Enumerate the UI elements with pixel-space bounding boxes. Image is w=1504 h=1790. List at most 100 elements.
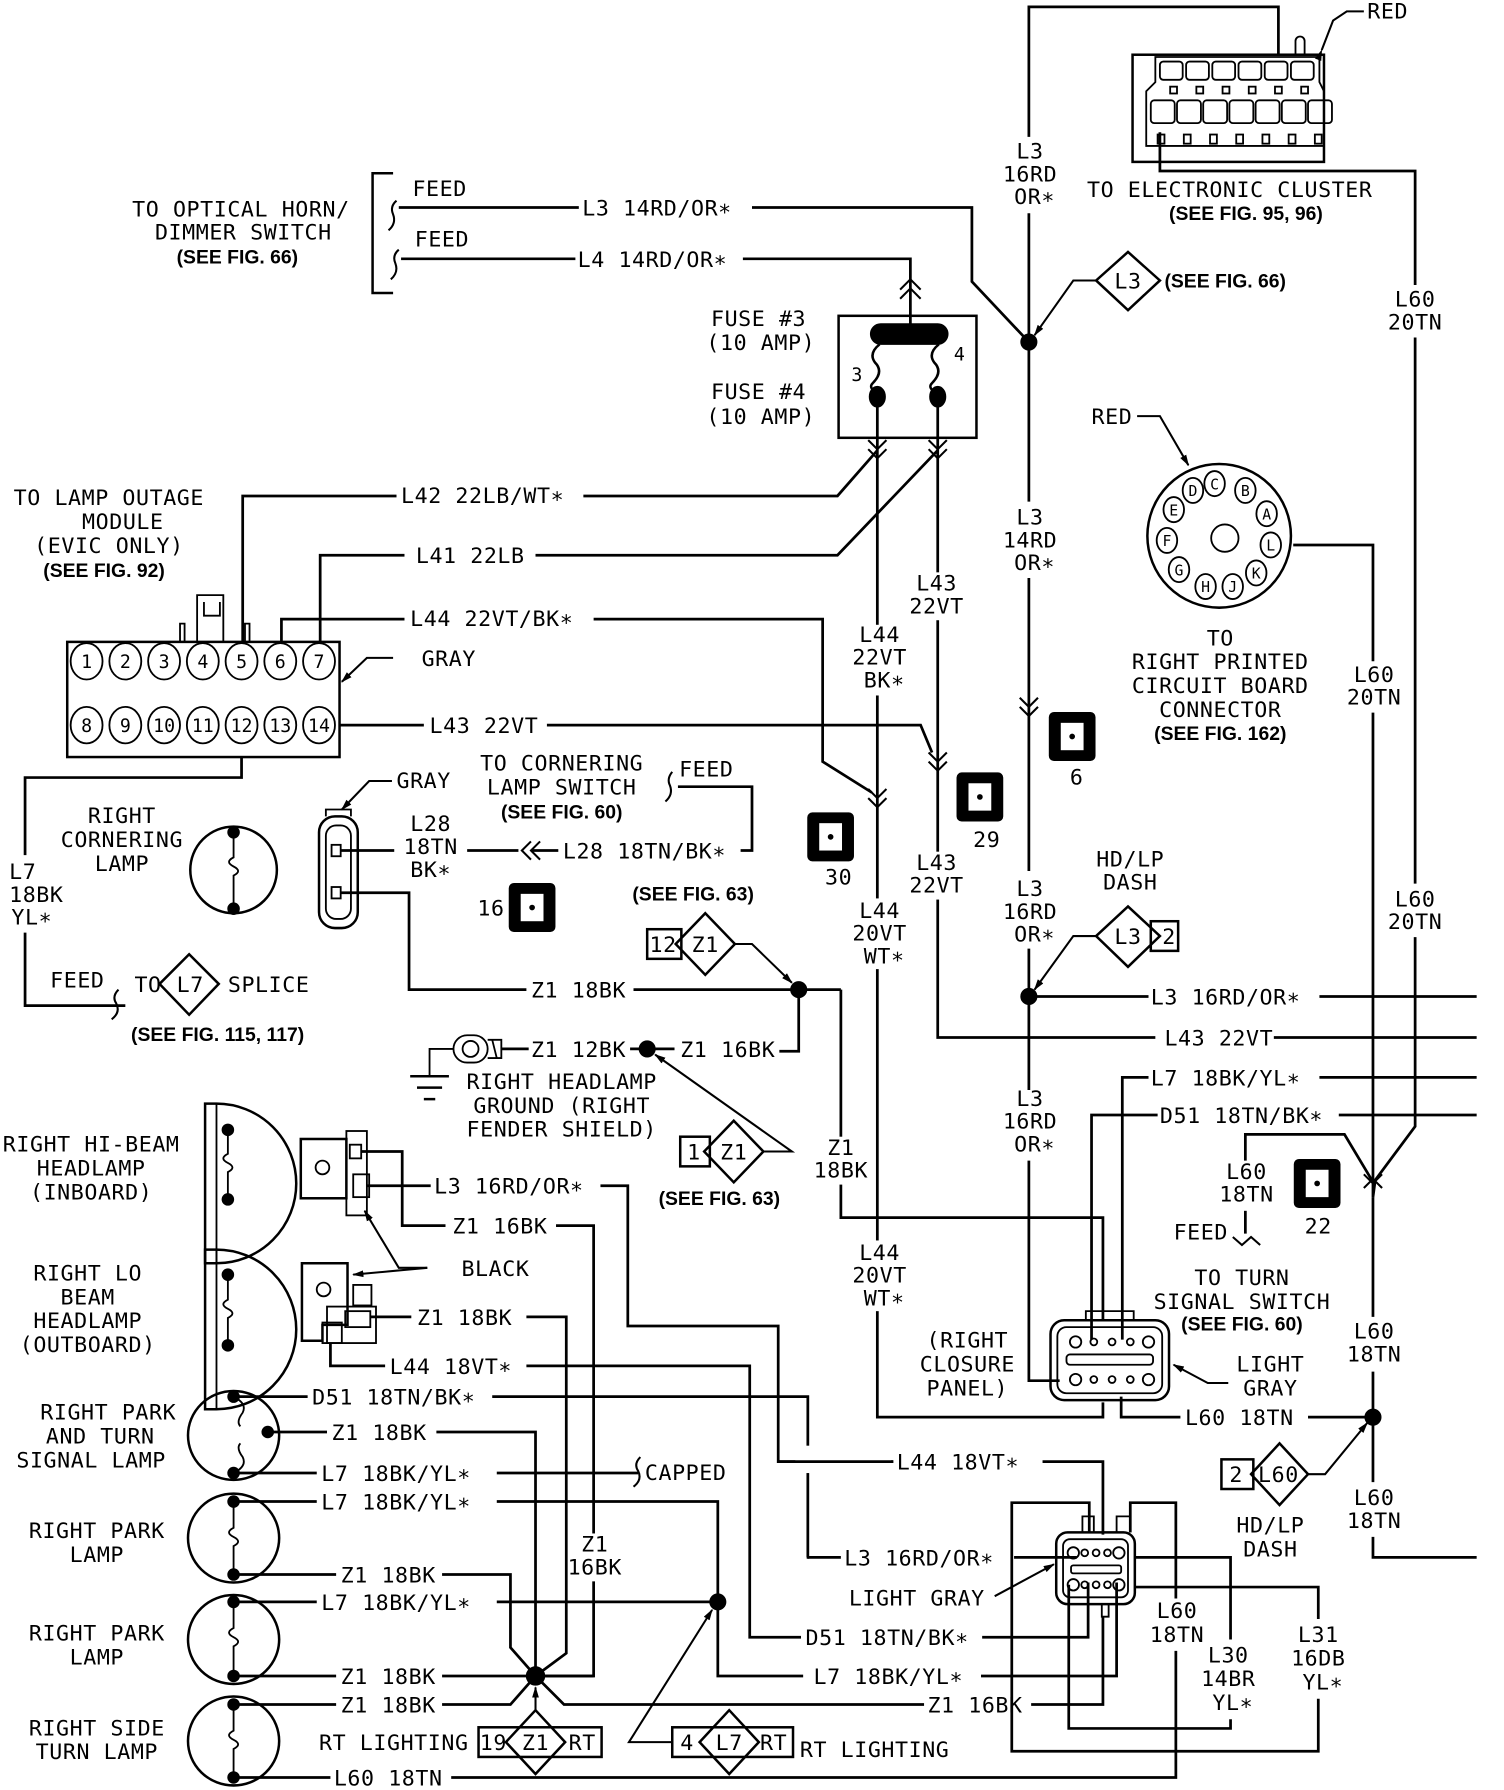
wire-l7-closure[interactable] [1120,1076,1149,1340]
wire-l44-18vt-run[interactable] [526,1364,804,1639]
wire-d51-lower[interactable] [1011,1582,1090,1639]
electronic-cluster-connector[interactable] [1131,35,1333,164]
splice-z1-19[interactable]: 19 Z1 RT [477,1708,603,1776]
wire-z1-16bk-lower[interactable] [1031,1616,1105,1706]
wire-l43-22vt-run[interactable] [546,723,934,754]
wire-z1-18bk-lobeam-run[interactable] [526,1315,568,1678]
wire-l41-to-fuse[interactable] [535,449,939,557]
wire-l44-18vt-lower[interactable] [1042,1460,1105,1535]
wire-l60-closure[interactable] [1119,1396,1181,1419]
wire-l60-20tn-pcb[interactable] [1293,543,1375,662]
wire-l60-20tn-pcb-lower[interactable] [1371,712,1377,1198]
connector-pin[interactable] [108,642,143,681]
connector-pin[interactable] [1181,476,1205,504]
connector-pin[interactable] [108,705,143,745]
wire-l60-20tn-lower[interactable] [1374,937,1417,1181]
splice-diamond[interactable] [157,952,221,1017]
wire-l3-14rd-or-to-splice[interactable] [752,206,1030,343]
connector-pin[interactable] [1203,470,1226,498]
wire-z1-16bk-ground[interactable] [779,989,801,1053]
wire-l60-20tn-cluster[interactable] [1158,132,1417,286]
connector-29[interactable]: 29 [956,772,1004,853]
connector-pin[interactable] [1141,1335,1156,1349]
connector-pin[interactable] [1112,1546,1126,1560]
splice-l60-hdlp[interactable]: 2 L60 [1220,1441,1310,1507]
connector-pin[interactable] [1080,1548,1090,1558]
park-turn-signal-lamp[interactable] [186,1389,281,1482]
connector-pin[interactable] [1234,476,1257,504]
wire-l31[interactable] [1134,1585,1320,1619]
connector-pin[interactable] [1091,1548,1101,1558]
connector-pin[interactable] [69,705,104,745]
wire-z1-18bk-cornering[interactable] [340,891,527,991]
connector-pin[interactable] [1141,1372,1156,1387]
wire-l31-return[interactable] [1010,1501,1320,1753]
hi-beam-connector[interactable] [299,1130,371,1217]
connector-pin[interactable] [1162,496,1185,524]
connector-pin[interactable] [1089,1337,1099,1347]
wire-l41[interactable] [318,553,405,642]
connector-pin[interactable] [1103,1548,1112,1558]
connector-pin[interactable] [147,705,181,745]
wire-z1-16bk-hibeam[interactable] [361,1150,446,1228]
connector-pin[interactable] [224,642,259,681]
hi-beam-headlamp[interactable] [203,1102,298,1265]
fuse4-element-icon[interactable] [929,343,940,394]
wire-d51-closure[interactable] [1090,1113,1158,1340]
connector-pin[interactable] [1091,1580,1101,1590]
wire-l42[interactable] [241,494,397,642]
wire-l60-exit[interactable] [1371,1536,1477,1559]
wire-l44-fuse3-out[interactable] [875,404,1105,1419]
wire-z1-16bk-run[interactable] [535,1224,595,1678]
wire-d51-run[interactable] [492,1395,810,1559]
connector-pin[interactable] [1155,526,1179,554]
connector-pin[interactable] [147,642,181,681]
splice-l3-hdlp[interactable]: L3 2 [1094,904,1180,969]
splice-l7-4[interactable]: 4 L7 RT [670,1708,795,1776]
wire-z1-18bk-park-turn-run[interactable] [436,1430,537,1676]
connector-pin[interactable] [302,642,336,681]
wire-l44-22vt-bk-run[interactable] [593,617,873,794]
splice-z1-1[interactable]: 1 Z1 [678,1118,766,1185]
wire-l7-park1-run[interactable] [496,1500,720,1602]
splice-z1-12[interactable]: 12 Z1 [645,911,737,977]
connector-pin[interactable] [185,642,220,681]
wire-l7-feed[interactable] [23,932,126,1007]
wire-l7-park2-run[interactable] [496,1600,804,1678]
lo-beam-headlamp[interactable] [203,1248,298,1411]
cornering-lamp[interactable] [189,825,279,915]
connector-pin[interactable] [263,705,298,745]
connector-pin[interactable] [69,642,104,681]
connector-pin[interactable] [1103,1580,1112,1590]
connector-pin[interactable] [1125,1375,1135,1384]
wire-l4-to-fuse[interactable] [742,257,912,328]
wire-l30[interactable] [1134,1556,1232,1640]
connector-pin[interactable] [1255,500,1278,528]
connector-pin[interactable] [1259,531,1282,559]
connector-pin[interactable] [1107,1375,1117,1384]
connector-pin[interactable] [224,705,259,745]
splice-l3-fig66[interactable]: L3 (SEE FIG. 66) [1094,250,1286,312]
wire-l7-pin12[interactable] [23,757,243,856]
connector-16[interactable]: 16 [477,883,556,933]
park-lamp-2[interactable] [186,1593,281,1686]
wire-l3-16rd-run[interactable] [600,1184,887,1464]
connector-pin[interactable] [1221,573,1244,600]
connector-6[interactable]: 6 [1048,712,1096,791]
side-turn-lamp[interactable] [186,1695,281,1787]
connector-30[interactable]: 30 [807,812,854,891]
wire-l28-feed[interactable] [677,785,754,852]
wire-l60-lower[interactable] [1128,1501,1178,1599]
connector-pin[interactable] [263,642,298,681]
connector-pin[interactable] [1112,1578,1126,1592]
cornering-lamp-connector[interactable] [317,808,360,930]
lo-beam-connector[interactable] [300,1262,377,1344]
connector-pin[interactable] [1167,556,1191,584]
connector-pin[interactable] [1107,1337,1117,1347]
connector-22[interactable]: 22 [1293,1158,1341,1240]
connector-pin[interactable] [1194,573,1217,600]
connector-pin[interactable] [185,705,220,745]
wire-l7-lower[interactable] [981,1582,1118,1678]
wire-z1-18bk-closure[interactable] [839,989,1105,1321]
